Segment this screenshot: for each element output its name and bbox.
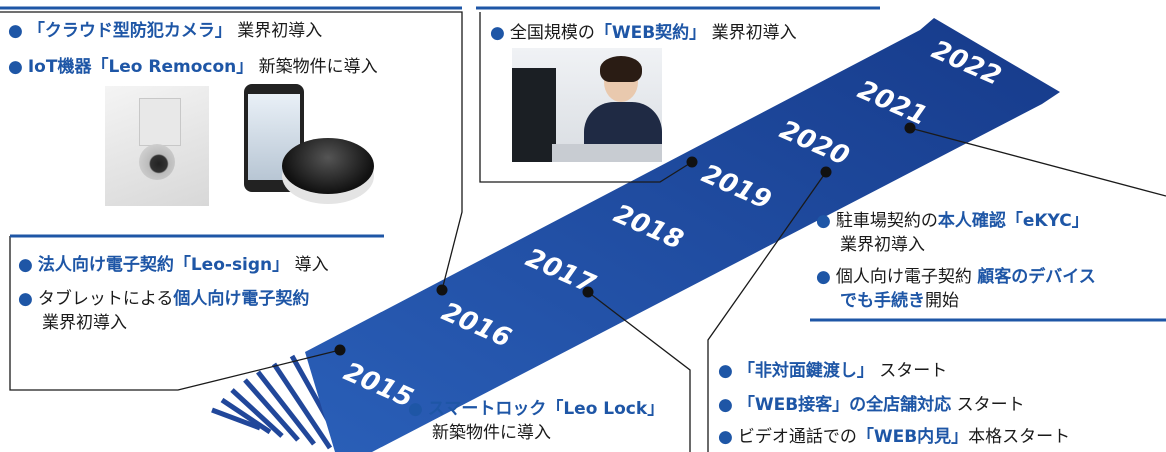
panel-2015-item-1: ●法人向け電子契約「Leo-sign」 導入 [18,254,329,276]
desk [552,144,662,162]
connector-dot-2019 [686,156,698,168]
item-suffix: 開始 [925,291,959,311]
procedure-label: でも手続き [840,291,925,311]
operator-hair [600,56,642,82]
item-prefix: 駐車場契約の [835,211,938,231]
bullet-icon: ● [718,427,733,447]
arrow-tail-stripes [211,354,349,452]
item-prefix: ビデオ通話での [737,427,857,447]
panel-2021-item-2-cont: でも手続き開始 [840,290,959,312]
monitor [512,68,556,162]
panel-2017-item-1: ●スマートロック「Leo Lock」 [408,398,664,420]
item-prefix: 全国規模の [509,23,595,43]
item-prefix: タブレットによる [37,289,174,309]
web-service-label: 「WEB接客」の全店舗対応 [737,395,952,415]
connector-dot-2017 [582,286,594,298]
panel-2015-item-2-cont: 業界初導入 [42,313,127,333]
panel-2021-line [909,127,1166,197]
personal-e-contract-label: 個人向け電子契約 [173,289,310,309]
connector-dot-2016 [436,284,448,296]
item-suffix: スタート [873,361,948,381]
camera-housing [139,98,181,146]
security-camera-label: 「クラウド型防犯カメラ」 [27,21,232,41]
item-suffix: 業界初導入 [231,21,323,41]
bullet-icon: ● [816,267,831,287]
leo-remocon-label: IoT機器「Leo Remocon」 [27,57,254,77]
panel-2020-item-2: ●「WEB接客」の全店舗対応 スタート [718,394,1025,416]
bullet-icon: ● [408,399,423,419]
web-contract-label: 「WEB契約」 [594,23,707,43]
connector-dot-2015 [334,344,346,356]
panel-2016-border [0,11,463,291]
panel-2021-item-1-cont: 業界初導入 [840,235,925,255]
panel-2020-item-1: ●「非対面鍵渡し」 スタート [718,360,947,382]
item-suffix: 新築物件に導入 [253,57,378,77]
timeline-arrow [305,18,1060,452]
customer-device-label: 顧客のデバイス [977,267,1096,287]
bullet-icon: ● [718,361,733,381]
bullet-icon: ● [18,289,33,309]
bullet-icon: ● [718,395,733,415]
item-suffix: 業界初導入 [706,23,797,43]
item-suffix: 本格スタート [968,427,1071,447]
connector-dot-2021 [904,122,916,134]
bullet-icon: ● [8,57,23,77]
leo-lock-label: スマートロック「Leo Lock」 [427,399,665,419]
leo-sign-label: 法人向け電子契約「Leo-sign」 [37,255,290,275]
panel-2019-border [479,12,693,183]
security-camera-photo [105,86,209,206]
panel-2017-line [587,291,691,452]
web-viewing-label: 「WEB内見」 [856,427,969,447]
bullet-icon: ● [490,23,505,43]
ekyc-label: 本人確認「eKYC」 [937,211,1089,231]
bullet-icon: ● [8,21,23,41]
item-prefix: 個人向け電子契約 [835,267,978,287]
leo-remocon-photo [240,84,380,208]
camera-lens [139,144,175,180]
operator-photo [512,48,662,162]
item-suffix: 導入 [289,255,329,275]
panel-2016-item-1: ●「クラウド型防犯カメラ」 業界初導入 [8,20,322,42]
panel-2015-item-2: ●タブレットによる個人向け電子契約 [18,288,309,310]
item-suffix: スタート [951,395,1025,415]
smartphone [244,84,304,192]
panel-2021-item-1: ●駐車場契約の本人確認「eKYC」 [816,210,1089,232]
contactless-key-label: 「非対面鍵渡し」 [737,361,874,381]
connector-dot-2020 [820,166,832,178]
panel-2019-item-1: ●全国規模の「WEB契約」 業界初導入 [490,22,797,44]
bullet-icon: ● [816,211,831,231]
panel-2015-border [9,236,341,391]
panel-2020-line [707,171,827,452]
remocon-device [282,138,374,194]
panel-2020-item-3: ●ビデオ通話での「WEB内見」本格スタート [718,426,1070,448]
panel-2016-item-2: ●IoT機器「Leo Remocon」 新築物件に導入 [8,56,378,78]
panel-2021-item-2: ●個人向け電子契約 顧客のデバイス [816,266,1096,288]
bullet-icon: ● [18,255,33,275]
panel-2017-item-1-cont: 新築物件に導入 [432,423,551,443]
